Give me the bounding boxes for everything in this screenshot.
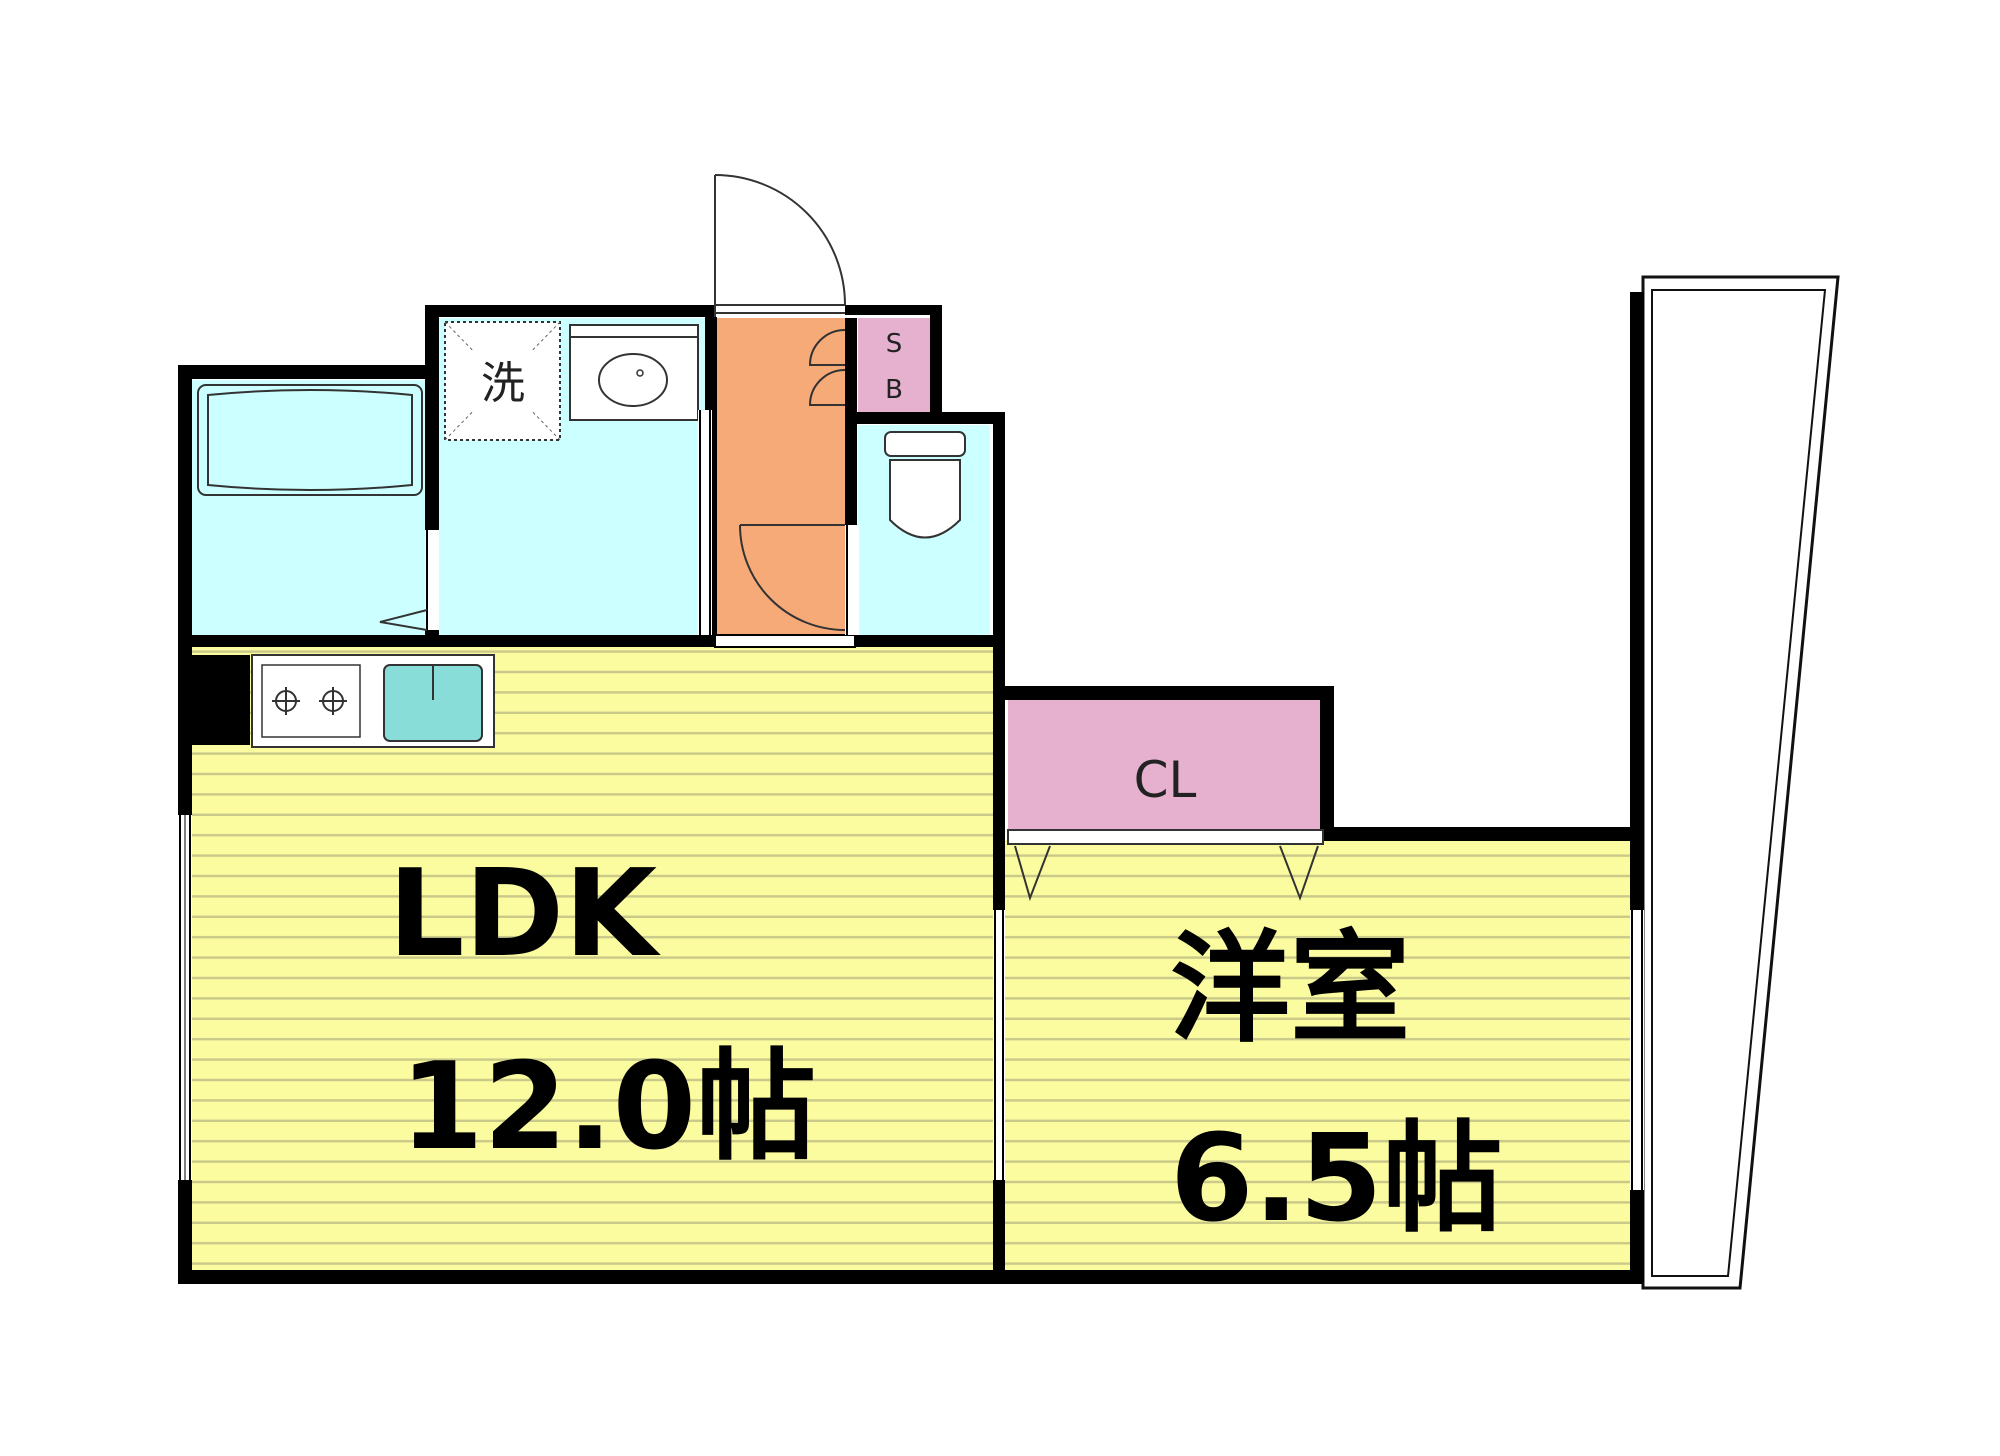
shoe-box-floor <box>858 318 930 413</box>
stove-icon <box>272 687 347 715</box>
western-size: 6.5帖 <box>1170 1110 1503 1249</box>
closet-door <box>1007 829 1324 902</box>
bath-floor <box>190 380 430 635</box>
partition-door <box>993 910 1005 1180</box>
closet-label: CL <box>1134 751 1197 809</box>
ldk-floor <box>190 645 993 1273</box>
balcony <box>1641 275 1840 1290</box>
wash-basin-icon <box>569 324 699 421</box>
toilet-icon <box>884 431 966 539</box>
entrance-floor <box>715 318 845 635</box>
entrance-step <box>714 634 856 648</box>
closet-floor <box>1008 700 1323 830</box>
western-floor <box>1003 840 1639 1273</box>
shoe-box-label-b: B <box>885 375 903 405</box>
sink-icon <box>383 664 483 742</box>
shoe-box-door <box>808 329 846 406</box>
ldk-window <box>178 815 192 1180</box>
washer-label: 洗 <box>481 358 525 409</box>
western-window <box>1630 910 1644 1190</box>
entrance-inner-door <box>739 524 846 631</box>
shoe-box-label-s: S <box>886 329 903 359</box>
toilet-door <box>845 525 859 635</box>
entrance-door <box>714 174 846 317</box>
washer-icon <box>444 321 561 441</box>
ldk-name: LDK <box>388 845 661 984</box>
bath-door <box>379 530 439 631</box>
western-name: 洋室 <box>1170 920 1410 1059</box>
bathtub-icon <box>197 384 423 496</box>
washroom-door <box>698 410 712 635</box>
ldk-size: 12.0帖 <box>400 1038 816 1177</box>
